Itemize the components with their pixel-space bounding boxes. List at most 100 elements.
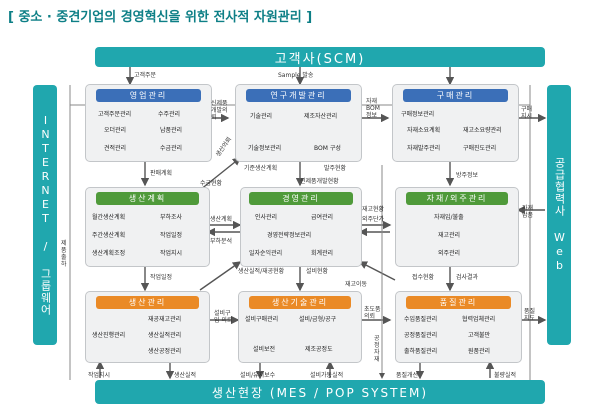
label-inventory: 재고현황 [362,206,385,213]
purchase-item: 구매정보관리 [401,111,435,118]
prod-item: 생산진행관리 [92,332,126,339]
label-order-plan: 판매계획 [150,170,173,177]
material-title: 자재/외주관리 [406,192,508,205]
label-material-delivery: 자재 납품 [522,205,534,219]
label-purchase-order: 구매 지시 [521,106,533,120]
label-customer-order: 고객주문 [134,72,157,79]
label-new-product-dev: 신제품 개발의뢰 [211,100,228,121]
label-load-analysis: 부하분석 [210,238,233,245]
tech-item: 설비구매관리 [245,316,279,323]
quality-item: 협력업체관리 [462,316,496,323]
plan-item: 주간생산계획 [92,232,126,239]
label-stock-move: 재고이동 [345,281,368,288]
plan-item: 부하조사 [160,214,183,221]
label-plan-status: 생산계획 [210,216,233,223]
sales-item: 오더관리 [104,127,127,134]
sales-item: 견적관리 [104,145,127,152]
mgmt-item: 인사관리 [255,214,278,221]
label-quality-improve: 품질개선 [396,372,419,379]
mes-pop-bar: 생산현장 (MES / POP SYSTEM) [95,380,545,404]
quality-item: 원품관리 [468,348,491,355]
sales-item: 고객주문관리 [98,111,132,118]
label-receipt-inspect: 접수현황 [412,274,435,281]
mgmt-item: 일자순익관리 [249,250,283,257]
production-management-box: 생산관리 재공재고관리 생산진행관리 생산실적관리 생산공정관리 [85,291,210,363]
prod-item: 재공재고관리 [148,316,182,323]
label-work-schedule: 작업일정 [150,274,173,281]
label-quality-return: 품질 지도 [524,308,536,322]
material-item: 재고관리 [438,232,461,239]
internet-groupware-bar: INTERNET / 그룹웨어 [33,85,57,345]
rnd-item: 제조자산관리 [304,113,338,120]
label-result-status: 생산실적/재공현황 [238,268,285,275]
plan-item: 월간생산계획 [92,214,126,221]
purchase-item: 재고소요량관리 [463,127,502,134]
prod-item: 생산공정관리 [148,348,182,355]
supplier-web-bar: 공급협력사 Web [547,85,571,345]
mgmt-item: 급여관리 [311,214,334,221]
label-outsource-price: 외주단가 [362,216,385,223]
label-prod-result: 생산실적 [174,372,197,379]
mgmt-item: 회계관리 [311,250,334,257]
label-facility-buy: 설비구입 의뢰 [214,310,233,324]
tech-item: 설비보전 [253,346,276,353]
purchase-item: 자재소요계획 [407,127,441,134]
quality-item: 수입품질관리 [404,316,438,323]
label-new-product-status: 신제품개발현황 [300,178,339,185]
purchase-management-box: 구매관리 구매정보관리 자재소요계획 재고소요량관리 자재발주관리 구매진도관리 [392,84,519,162]
tech-item: 설비/금형/공구 [299,316,337,323]
plan-item: 생산계획조정 [92,250,126,257]
rnd-item: 기술정보관리 [248,145,282,152]
prod-item: 생산실적관리 [148,332,182,339]
label-order-status: 발주현황 [324,165,347,172]
purchase-title: 구매관리 [403,89,508,102]
plan-item: 작업일정 [160,232,183,239]
rnd-item: BOM 구성 [314,145,341,152]
prod-title: 생산관리 [96,296,199,309]
rnd-management-box: 연구개발관리 기술관리 제조자산관리 기술정보관리 BOM 구성 [235,84,362,162]
label-equip-status: 설비가동실적 [310,372,344,379]
material-outsource-box: 자재/외주관리 자재입/불출 재고관리 외주관리 [395,187,519,267]
customer-scm-bar: 고객사(SCM) [95,47,545,67]
label-inspect-result: 검사결과 [456,274,479,281]
label-order-info: 방주정보 [456,172,479,179]
label-work-order: 작업지시 [88,372,111,379]
quality-item: 공정품질관리 [404,332,438,339]
sales-management-box: 영업관리 고객주문관리 수주관리 오더관리 납품관리 견적관리 수금관리 [85,84,212,162]
mgmt-title: 경영관리 [249,192,353,205]
label-material-bom: 자재 BOM 정보 [366,98,380,119]
page-title: [ 중소 · 중견기업의 경영혁신을 위한 전사적 자원관리 ] [8,10,313,25]
plan-item: 작업지시 [160,250,183,257]
sales-item: 납품관리 [160,127,183,134]
label-basic-plan: 기준생산계획 [244,165,278,172]
sales-item: 수금관리 [160,145,183,152]
rnd-title: 연구개발관리 [246,89,351,102]
label-equip-maint: 설비/유지보수 [240,372,276,379]
mgmt-item: 경영전략정보관리 [267,232,312,239]
quality-management-box: 품질관리 수입품질관리 협력업체관리 공정품질관리 고객불만 출하품질관리 원품… [395,291,522,363]
production-tech-box: 생산기술관리 설비구매관리 설비/금형/공구 설비보전 제조공정도 [238,291,362,363]
quality-title: 품질관리 [406,296,511,309]
label-process-data: 공정 자재 [374,335,380,363]
rnd-item: 기술관리 [250,113,273,120]
label-improve-req: 초도품 의뢰 [364,306,381,320]
purchase-item: 자재발주관리 [407,145,441,152]
production-plan-box: 생산계획 월간생산계획 부하조사 주간생산계획 작업일정 생산계획조정 작업지시 [85,187,210,267]
sales-item: 수주관리 [158,111,181,118]
purchase-item: 구매진도관리 [463,145,497,152]
label-sample-ship: Sample 발송 [278,72,314,79]
label-side: 제품출하 [61,240,67,268]
quality-item: 고객불만 [468,332,491,339]
label-defect-result: 불량실적 [494,372,517,379]
label-facility-status: 설비현황 [306,268,329,275]
material-item: 외주관리 [438,250,461,257]
plan-title: 생산계획 [96,192,199,205]
tech-item: 제조공정도 [305,346,333,353]
label-collect: 수금현황 [200,180,223,187]
quality-item: 출하품질관리 [404,348,438,355]
sales-title: 영업관리 [96,89,201,102]
tech-title: 생산기술관리 [249,296,351,309]
business-management-box: 경영관리 인사관리 급여관리 경영전략정보관리 일자순익관리 회계관리 [240,187,362,267]
material-item: 자재입/불출 [434,214,464,221]
